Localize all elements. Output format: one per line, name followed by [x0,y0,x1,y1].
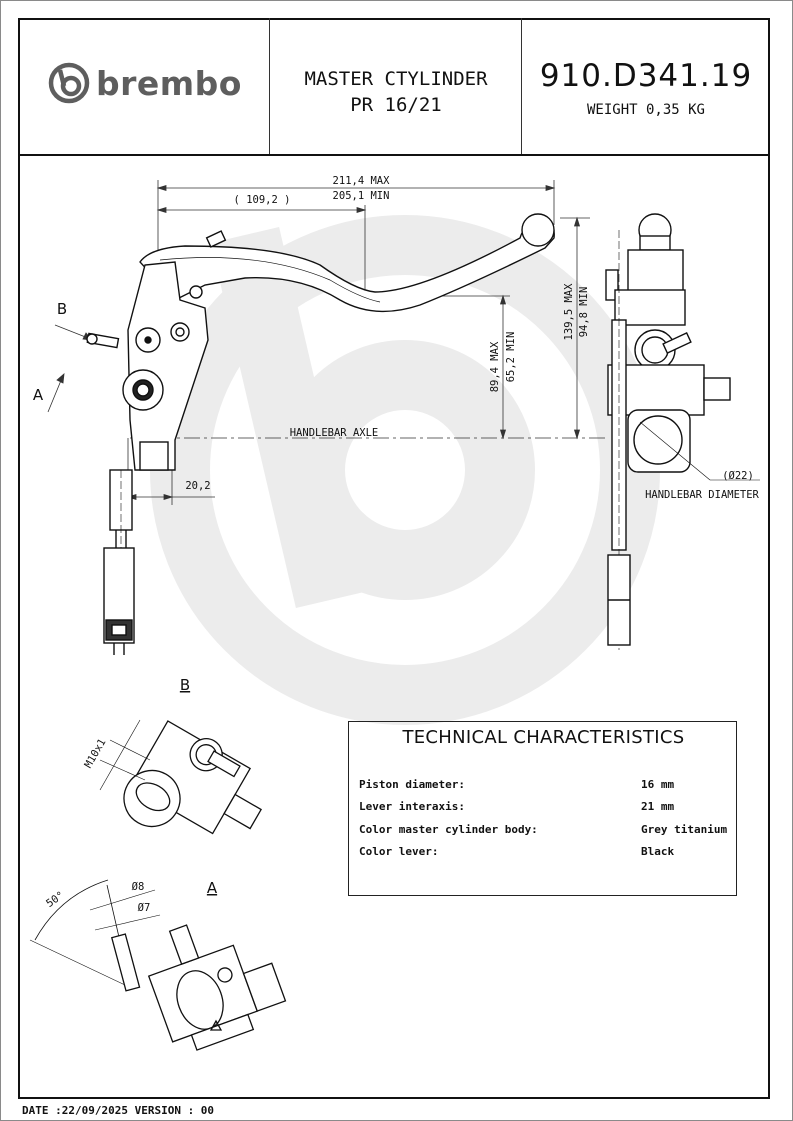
dim-total-height-max: 139,5 MAX [563,283,575,341]
spec-value: 21 mm [641,800,675,813]
dimension-lines [47,180,605,510]
part-number: 910.D341.19 [539,58,753,94]
handlebar-diameter-label: HANDLEBAR DIAMETER [645,489,759,501]
dim-hose-outer: Ø8 [132,881,145,893]
spec-label: Piston diameter: [359,778,465,791]
footer-date-version: DATE :22/09/2025 VERSION : 00 [22,1104,215,1117]
dim-hose-inner: Ø7 [138,902,151,914]
spec-label: Color lever: [359,845,439,858]
spec-value: Black [641,845,675,858]
view-a-marker: A [33,386,44,404]
dim-total-height-min: 94,8 MIN [578,287,590,338]
description-cell: MASTER CTYLINDER PR 16/21 [270,18,522,154]
spec-value: 16 mm [641,778,675,791]
detail-view-a [29,879,287,1051]
brand-name: brembo [96,63,242,103]
dim-offset: 20,2 [185,480,210,492]
product-model: PR 16/21 [350,94,442,116]
spec-label: Lever interaxis: [359,800,465,813]
dim-reference: ( 109,2 ) [234,194,291,206]
dim-lever-height-max: 89,4 MAX [489,341,501,392]
view-b-marker: B [57,300,67,318]
weight: WEIGHT 0,35 KG [586,102,705,118]
spec-label: Color master cylinder body: [359,823,538,836]
watermark-logo-icon [150,215,660,725]
detail-view-b [99,719,263,835]
product-title: MASTER CTYLINDER [304,68,488,90]
technical-characteristics-title: TECHNICAL CHARACTERISTICS [402,727,685,748]
logo-cell: brembo [18,18,270,154]
detail-b-title: B [180,676,190,694]
master-cylinder-side-view [605,213,760,650]
spec-value: Grey titanium [641,823,728,836]
handlebar-axle-label: HANDLEBAR AXLE [290,427,379,439]
dim-overall-min: 205,1 MIN [333,190,390,202]
brand-logo: brembo [48,62,242,104]
dim-overall-max: 211,4 MAX [333,175,391,187]
technical-characteristics-box: TECHNICAL CHARACTERISTICS Piston diamete… [348,721,737,896]
lever-front-view [139,213,555,313]
handlebar-diameter-value: (Ø22) [722,470,754,482]
master-cylinder-front-view [86,261,209,655]
title-block: brembo MASTER CTYLINDER PR 16/21 910.D34… [18,18,770,156]
detail-a-title: A [207,879,218,897]
brembo-logo-icon [48,62,90,104]
dim-lever-height-min: 65,2 MIN [505,332,517,383]
drawing-frame [18,18,770,1099]
part-number-cell: 910.D341.19 WEIGHT 0,35 KG [522,18,770,154]
